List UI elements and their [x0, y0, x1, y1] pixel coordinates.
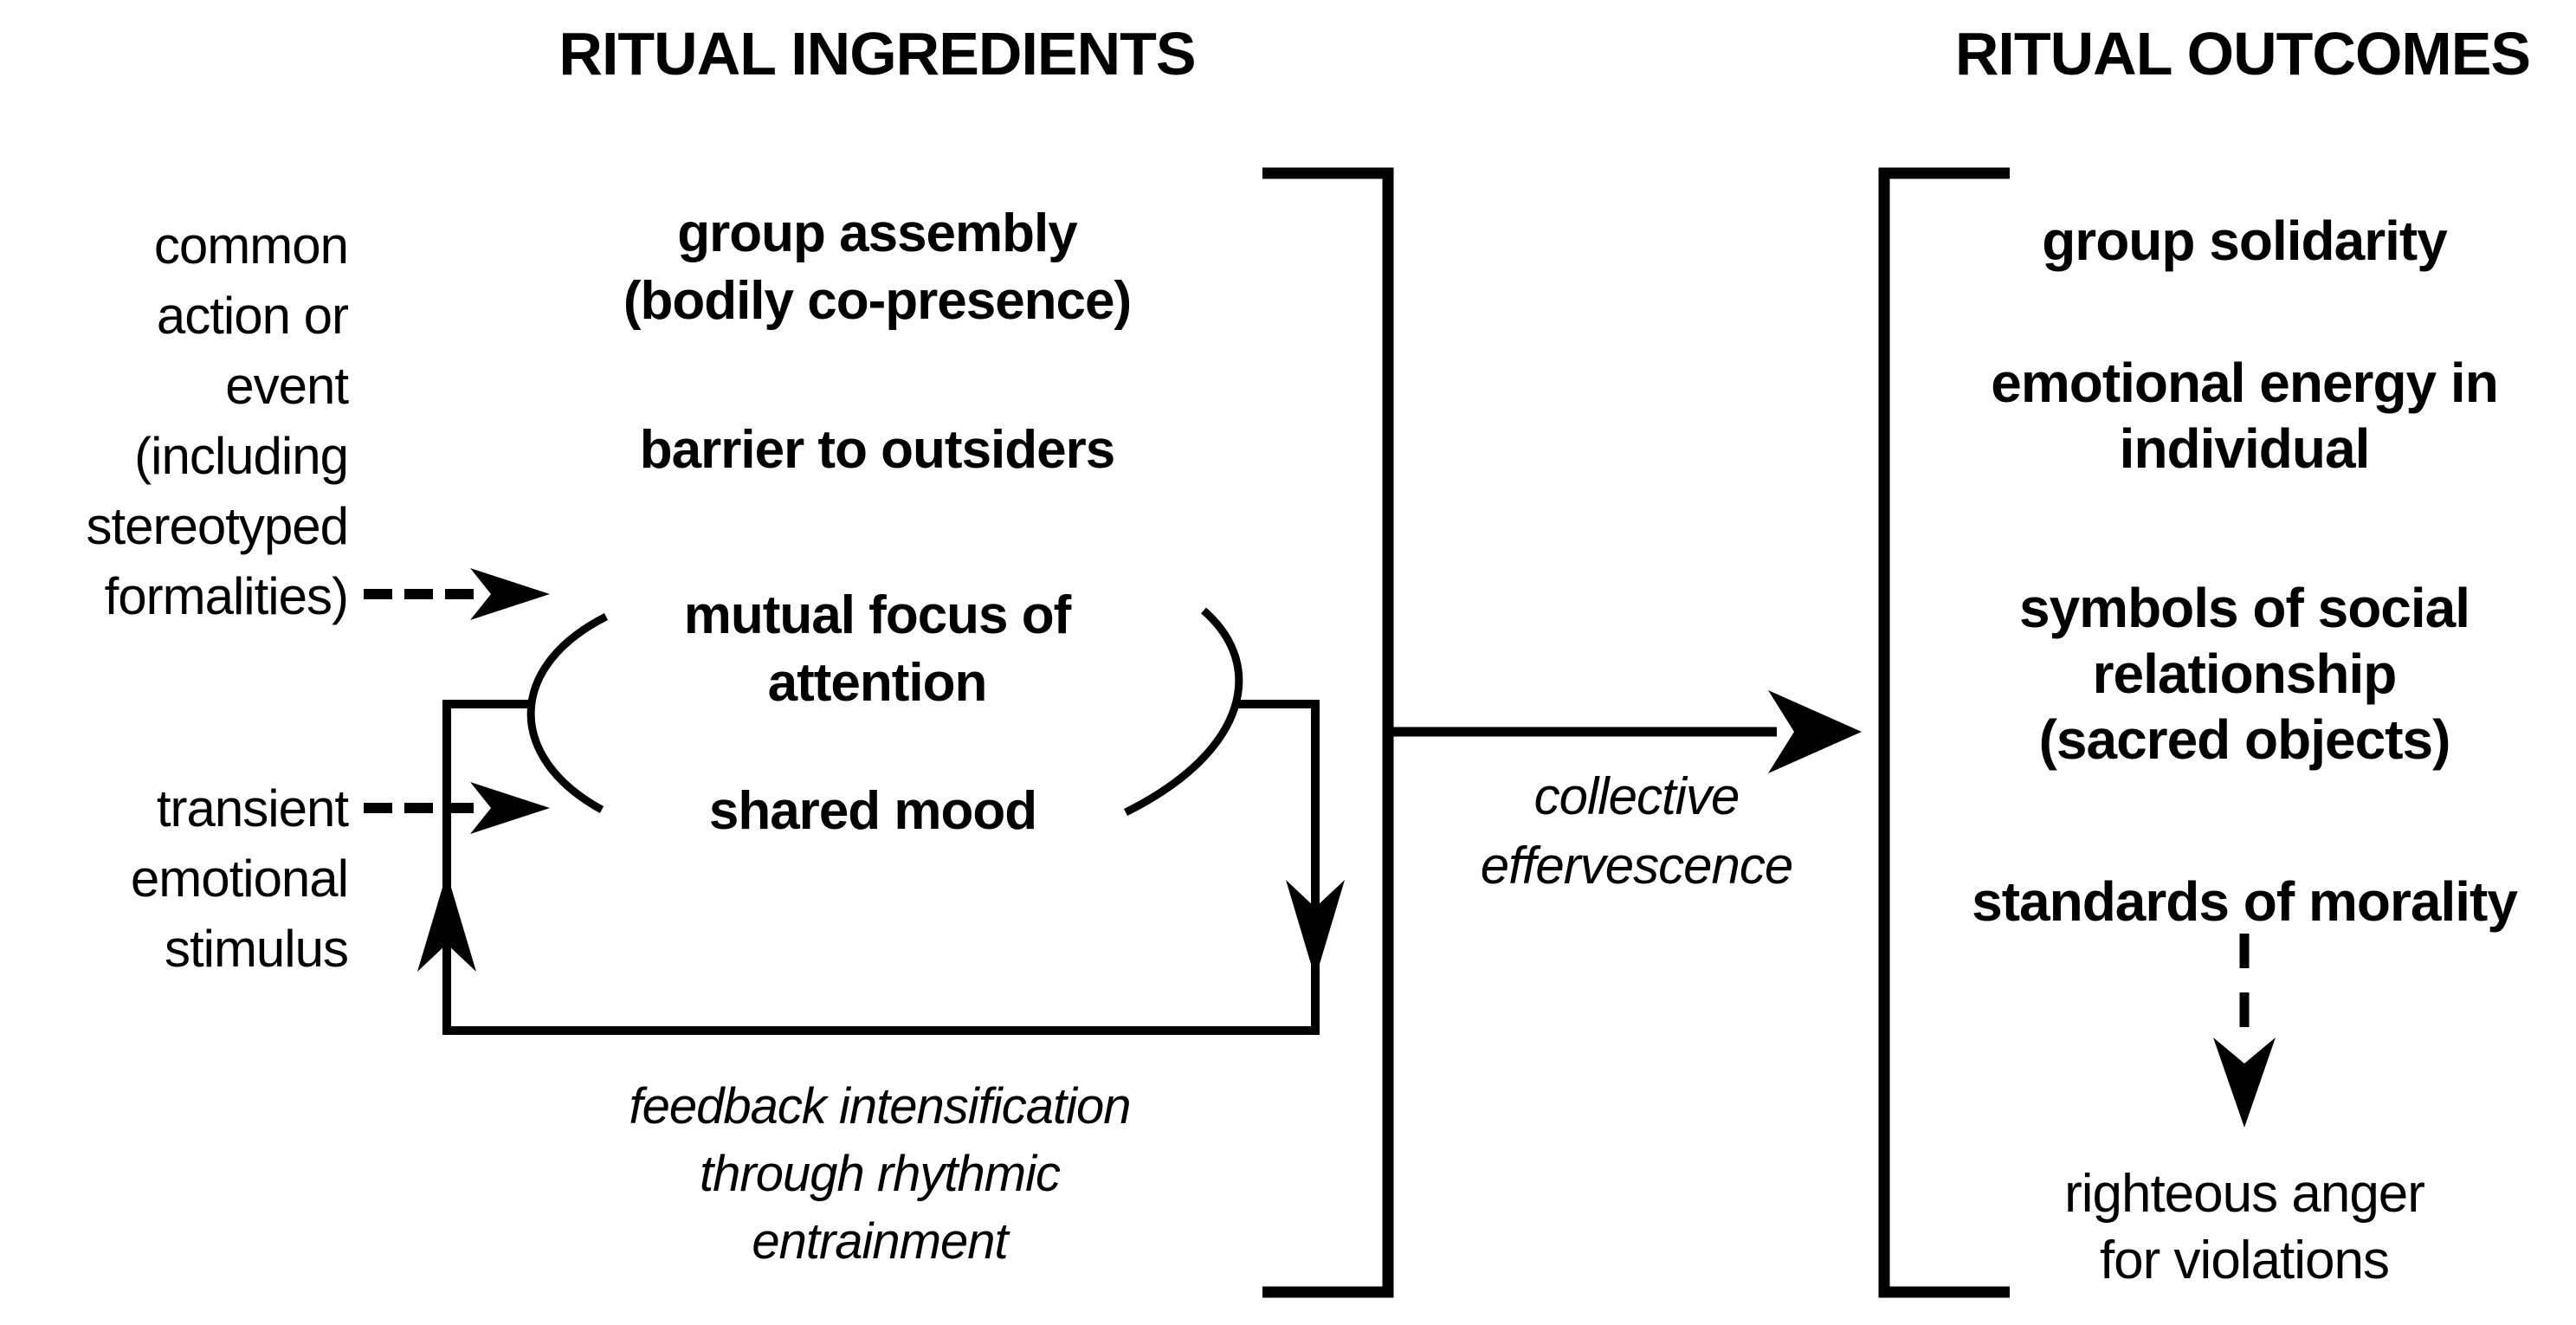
input-label-line: emotional — [130, 850, 349, 908]
morality-to-anger-arrow — [2213, 934, 2276, 1128]
node-emotional-energy: emotional energy in individual — [1991, 350, 2499, 482]
label-line: through rhythmic — [700, 1146, 1061, 1202]
node-righteous-anger: righteous anger for violations — [2064, 1160, 2425, 1294]
node-symbols-of-social-relationship: symbols of social relationship (sacred o… — [2018, 575, 2470, 772]
label-collective-effervescence: collective effervescence — [1480, 762, 1794, 901]
node-standards-of-morality: standards of morality — [1972, 870, 2518, 933]
node-line: righteous anger — [2064, 1164, 2425, 1224]
node-line: (sacred objects) — [2038, 708, 2451, 771]
node-line: relationship — [2092, 643, 2398, 705]
feedback-loop-up-arrowhead — [417, 873, 476, 972]
morality-to-anger-arrow-head — [2213, 1037, 2276, 1128]
outcomes-bracket-path — [1878, 167, 2010, 1298]
label-line: feedback intensification — [629, 1078, 1132, 1134]
node-line: mutual focus of — [683, 585, 1072, 645]
label-line: effervescence — [1480, 837, 1794, 895]
input-label-transient: transient emotional stimulus — [0, 773, 349, 984]
node-line: individual — [2119, 417, 2371, 480]
node-line: for violations — [2099, 1231, 2390, 1290]
input-label-line: transient — [156, 779, 349, 837]
node-group-solidarity: group solidarity — [2042, 210, 2448, 272]
node-line: emotional energy in — [1991, 352, 2499, 414]
input-label-line: stereotyped — [86, 497, 349, 555]
node-line: group assembly — [677, 204, 1077, 263]
collective-effervescence-arrow-head — [1768, 690, 1862, 773]
dashed-arrow-common-action-head — [470, 568, 550, 620]
feedback-loop — [417, 700, 1345, 1035]
input-label-line: formalities) — [104, 567, 349, 625]
input-label-line: action or — [156, 287, 349, 345]
outcomes-title: RITUAL OUTCOMES — [1954, 20, 2531, 87]
ingredients-title: RITUAL INGREDIENTS — [558, 20, 1196, 87]
collective-effervescence-arrow — [1388, 690, 1862, 773]
dashed-arrow-transient — [364, 782, 550, 834]
input-label-line: stimulus — [164, 920, 349, 978]
node-shared-mood: shared mood — [708, 781, 1037, 841]
node-barrier-to-outsiders: barrier to outsiders — [639, 420, 1115, 480]
input-label-line: (including — [134, 427, 349, 485]
feedback-loop-down-arrowhead — [1286, 880, 1345, 979]
mutual-focus-shared-mood-cycle — [526, 607, 1243, 817]
input-label-line: event — [225, 357, 349, 415]
node-group-assembly: group assembly (bodily co-presence) — [623, 200, 1132, 335]
label-feedback-intensification: feedback intensification through rhythmi… — [629, 1073, 1132, 1276]
label-line: entrainment — [752, 1213, 1008, 1270]
cycle-arc-right — [1123, 607, 1243, 817]
dashed-arrow-common-action — [364, 568, 550, 620]
input-label-common-action: common action or event (including stereo… — [0, 210, 349, 631]
node-mutual-focus: mutual focus of attention — [683, 582, 1072, 717]
node-line: (bodily co-presence) — [623, 271, 1132, 331]
node-line: attention — [767, 653, 988, 713]
ingredients-bracket-path — [1262, 167, 1394, 1298]
label-line: collective — [1533, 767, 1740, 825]
dashed-arrow-transient-head — [470, 782, 550, 834]
feedback-loop-path — [442, 700, 1320, 1035]
cycle-arc-left — [526, 612, 609, 813]
input-label-line: common — [153, 217, 349, 275]
outcomes-bracket — [1878, 167, 2010, 1298]
ingredients-bracket — [1262, 167, 1394, 1298]
node-line: symbols of social — [2018, 577, 2470, 639]
